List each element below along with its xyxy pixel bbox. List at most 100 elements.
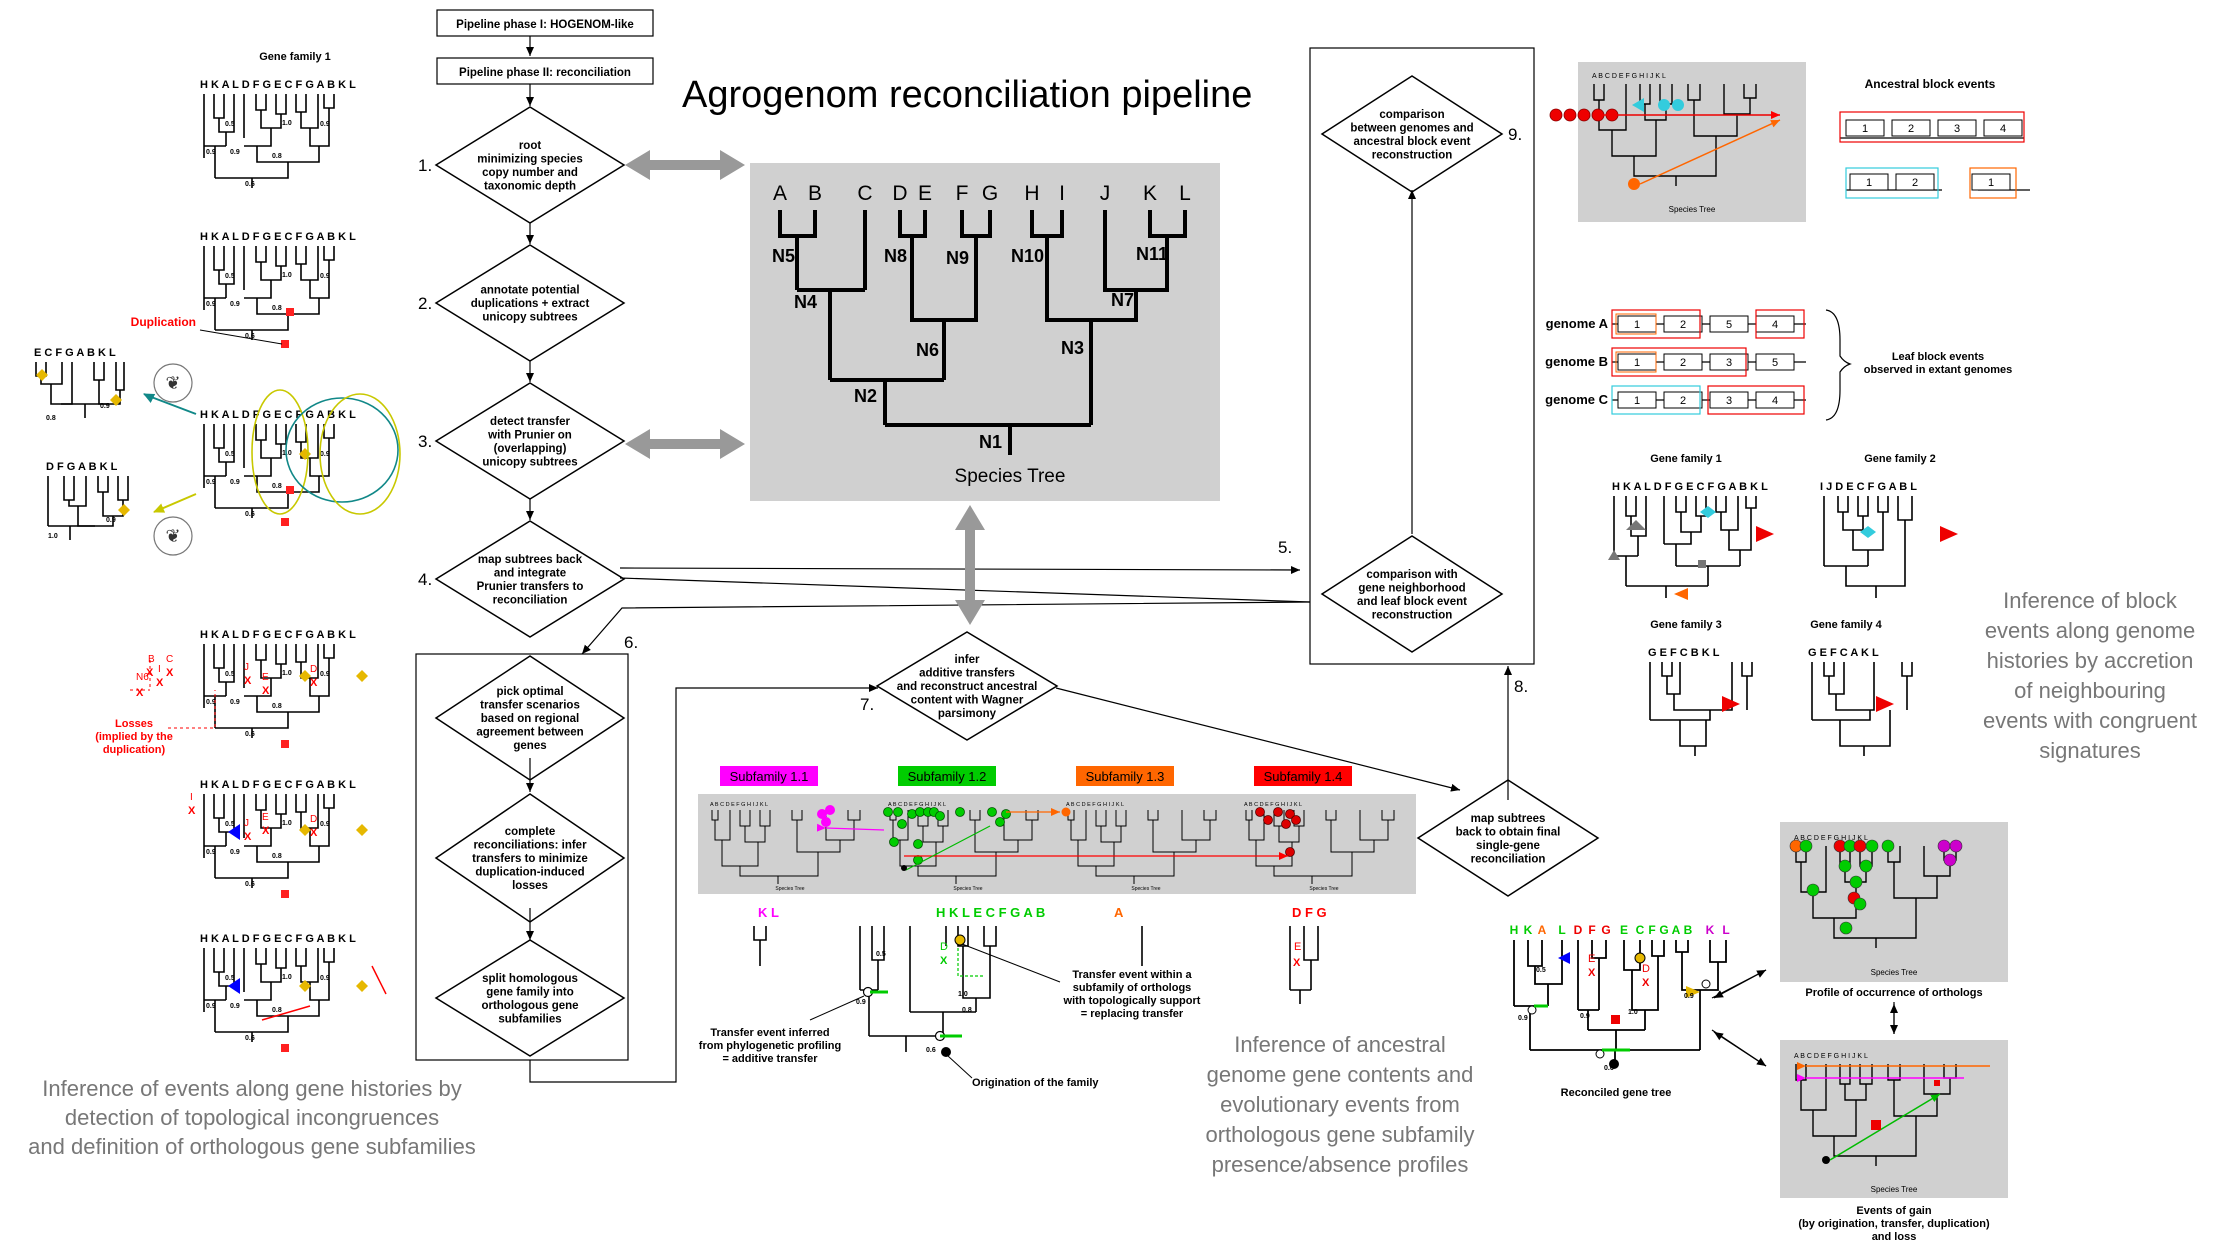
cyan-block-dot — [1672, 99, 1684, 111]
right-caption-line-1: Inference of block — [2003, 588, 2178, 613]
gene-tree-branch — [300, 94, 319, 129]
gene-tree-branch — [244, 280, 272, 299]
left-caption-line-3: and definition of orthologous gene subfa… — [28, 1134, 476, 1159]
reconciled-duplication — [1611, 1015, 1620, 1024]
pruned-tree-branch — [47, 476, 75, 526]
presence-dot — [1285, 847, 1295, 857]
support-value: 0.9 — [230, 849, 240, 856]
support-value: 0.9 — [100, 403, 110, 410]
pruned-tree-leaves: D F G A B K L — [46, 461, 118, 473]
cyan-block-frame — [1611, 385, 1701, 415]
support-value: 0.6 — [245, 181, 255, 188]
support-value: 0.9 — [320, 821, 330, 828]
middle-caption-line-5: presence/absence profiles — [1212, 1152, 1469, 1177]
step-text-line: and reconstruct ancestral — [897, 681, 1038, 693]
additive-transfer-line: = additive transfer — [722, 1053, 818, 1065]
support-value: 0.9 — [1518, 1015, 1528, 1022]
subfamily-species-tree-bg — [876, 794, 1060, 894]
pruned-tree-branch — [93, 362, 105, 381]
reconciled-leaf: A — [1538, 923, 1547, 937]
double-arrow-step3 — [625, 429, 745, 459]
gene-tree-branch — [256, 846, 320, 863]
step-text-line: parsimony — [938, 708, 997, 720]
support-value: 0.8 — [272, 305, 282, 312]
step-text-line: transfer scenarios — [480, 700, 580, 712]
origination-node — [941, 1047, 951, 1057]
pruned-tree-branch — [98, 380, 121, 405]
pruned-tree-leaves: E C F G A B K L — [34, 347, 116, 359]
subfamily-species-tree-bg — [698, 794, 882, 894]
gene-tree-branch — [255, 424, 267, 441]
step-text-line: unicopy subtrees — [482, 456, 577, 468]
species-node-N2: N2 — [854, 386, 877, 406]
gene-tree-branch — [213, 94, 225, 119]
right-caption-line-3: histories by accretion — [1987, 648, 2194, 673]
event-diamond — [118, 504, 130, 516]
genome-block — [1709, 353, 1749, 371]
cyan-block-arrow — [1632, 98, 1644, 112]
right-gene-family-leaves: H K A L D F G E C F G A B K L — [1612, 481, 1768, 493]
red-block-frame — [1611, 309, 1701, 339]
pruned-tree-branch — [102, 492, 124, 517]
gray-event — [1626, 520, 1646, 530]
support-value: 0.9 — [230, 1003, 240, 1010]
prunier-logo-glyph: ❦ — [165, 373, 180, 393]
duplication-label: Duplication — [131, 315, 196, 329]
genome-block-label: 3 — [1726, 395, 1732, 407]
genome-block — [1709, 391, 1749, 409]
event-diamond — [356, 980, 368, 992]
gene-tree-branch — [244, 828, 272, 847]
red-event — [1722, 696, 1740, 712]
block-tree-branch — [1633, 136, 1717, 177]
loss-mark: X — [310, 677, 318, 689]
step-text-line: reconciliation — [493, 594, 568, 606]
profile-tree-bg — [1780, 822, 2008, 982]
pruned-tree-branch — [68, 476, 87, 507]
support-value: 0.5 — [225, 121, 235, 128]
step-text-line: subfamilies — [498, 1013, 561, 1025]
gain-tree-caption: Species Tree — [1871, 1185, 1918, 1194]
species-leaf-G: G — [982, 182, 998, 205]
gene-tree-branch — [275, 246, 287, 267]
diamond-shape — [1416, 779, 1600, 897]
step-text-line: detect transfer — [490, 416, 570, 428]
losses-label-line: duplication) — [103, 744, 166, 756]
gene-tree-branch — [215, 162, 289, 179]
gene-tree-branch — [295, 424, 307, 443]
cyan-event — [1700, 506, 1716, 518]
support-value: 0.9 — [320, 121, 330, 128]
presence-dot — [1285, 809, 1295, 819]
species-leaf-K: K — [1143, 182, 1157, 205]
step-text-line: minimizing species — [477, 153, 582, 165]
subfamily-2: Subfamily 1.2A B C D E F G H I J K LSpec… — [876, 766, 1060, 920]
additive-transfer-line: from phylogenetic profiling — [699, 1040, 841, 1052]
right-gene-family-title: Gene family 4 — [1810, 619, 1882, 631]
step-text-line: and leaf block event — [1357, 596, 1467, 608]
green-dashed — [957, 948, 984, 977]
diamond-shape — [434, 520, 626, 638]
species-leaf-B: B — [808, 182, 822, 205]
step-text-line: map subtrees back — [478, 554, 583, 566]
mini-species-branch — [739, 852, 819, 877]
support-value: 0.9 — [230, 699, 240, 706]
prunier-logo — [153, 516, 193, 556]
loss-mark: X — [1642, 977, 1650, 989]
subfamily-header — [898, 766, 996, 786]
mini-species-branch — [1100, 826, 1122, 843]
ancestral-block — [1937, 119, 1977, 137]
species-node-N7: N7 — [1111, 290, 1134, 310]
event-square — [286, 308, 294, 316]
presence-dot — [897, 819, 907, 829]
phase-2-label: Pipeline phase II: reconciliation — [459, 67, 631, 79]
diamond-shape — [875, 631, 1059, 741]
red-event — [1876, 696, 1894, 712]
event-square — [281, 1044, 289, 1052]
mini-species-branch — [1273, 852, 1353, 877]
subfamily-1-1-tree — [753, 926, 767, 966]
mini-species-leaves: A B C D E F G H I J K L — [710, 802, 768, 808]
gene-tree-leaves: H K A L D F G E C F G A B K L — [200, 79, 356, 91]
gene-tree-branch — [213, 424, 225, 449]
subfamily-species-tree-bg — [1054, 794, 1238, 894]
